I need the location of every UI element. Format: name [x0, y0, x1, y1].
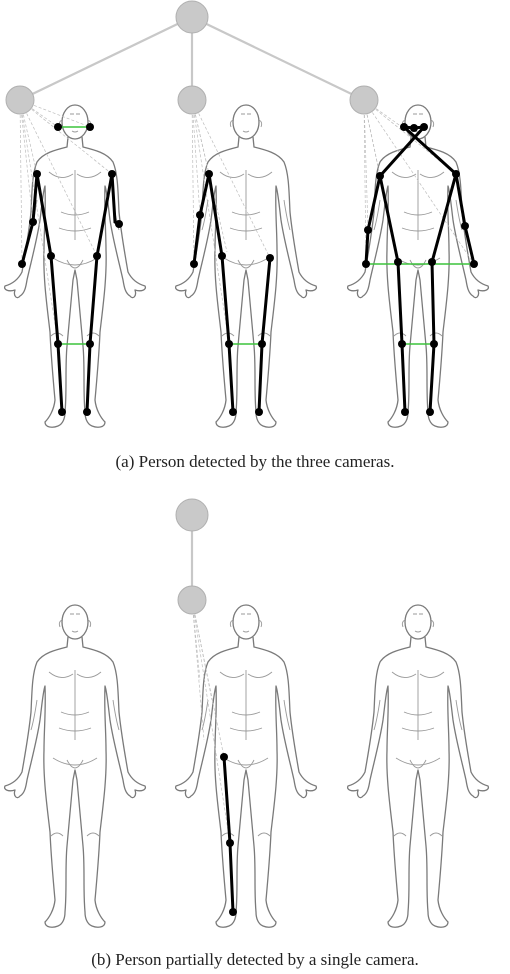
panel-b	[3, 498, 490, 928]
skeleton-middle-a	[190, 170, 274, 416]
camera-node-right-a	[349, 85, 379, 115]
root-node-a	[175, 0, 209, 34]
skeleton-right-a	[362, 123, 478, 416]
skeleton-left-a	[18, 123, 123, 416]
person-left-b	[3, 604, 147, 928]
camera-rays-a	[19, 99, 475, 344]
camera-node-left-a	[5, 85, 35, 115]
camera-node-middle-b	[177, 585, 207, 615]
camera-rays-b	[191, 599, 231, 844]
caption-a: (a) Person detected by the three cameras…	[115, 452, 395, 471]
caption-b: (b) Person partially detected by a singl…	[91, 950, 419, 969]
panel-a	[3, 0, 490, 428]
person-right-b	[346, 604, 490, 928]
root-node-b	[175, 498, 209, 532]
camera-node-middle-a	[177, 85, 207, 115]
person-left-a	[3, 104, 147, 428]
person-middle-b	[174, 604, 318, 928]
skeleton-middle-b	[220, 753, 237, 916]
